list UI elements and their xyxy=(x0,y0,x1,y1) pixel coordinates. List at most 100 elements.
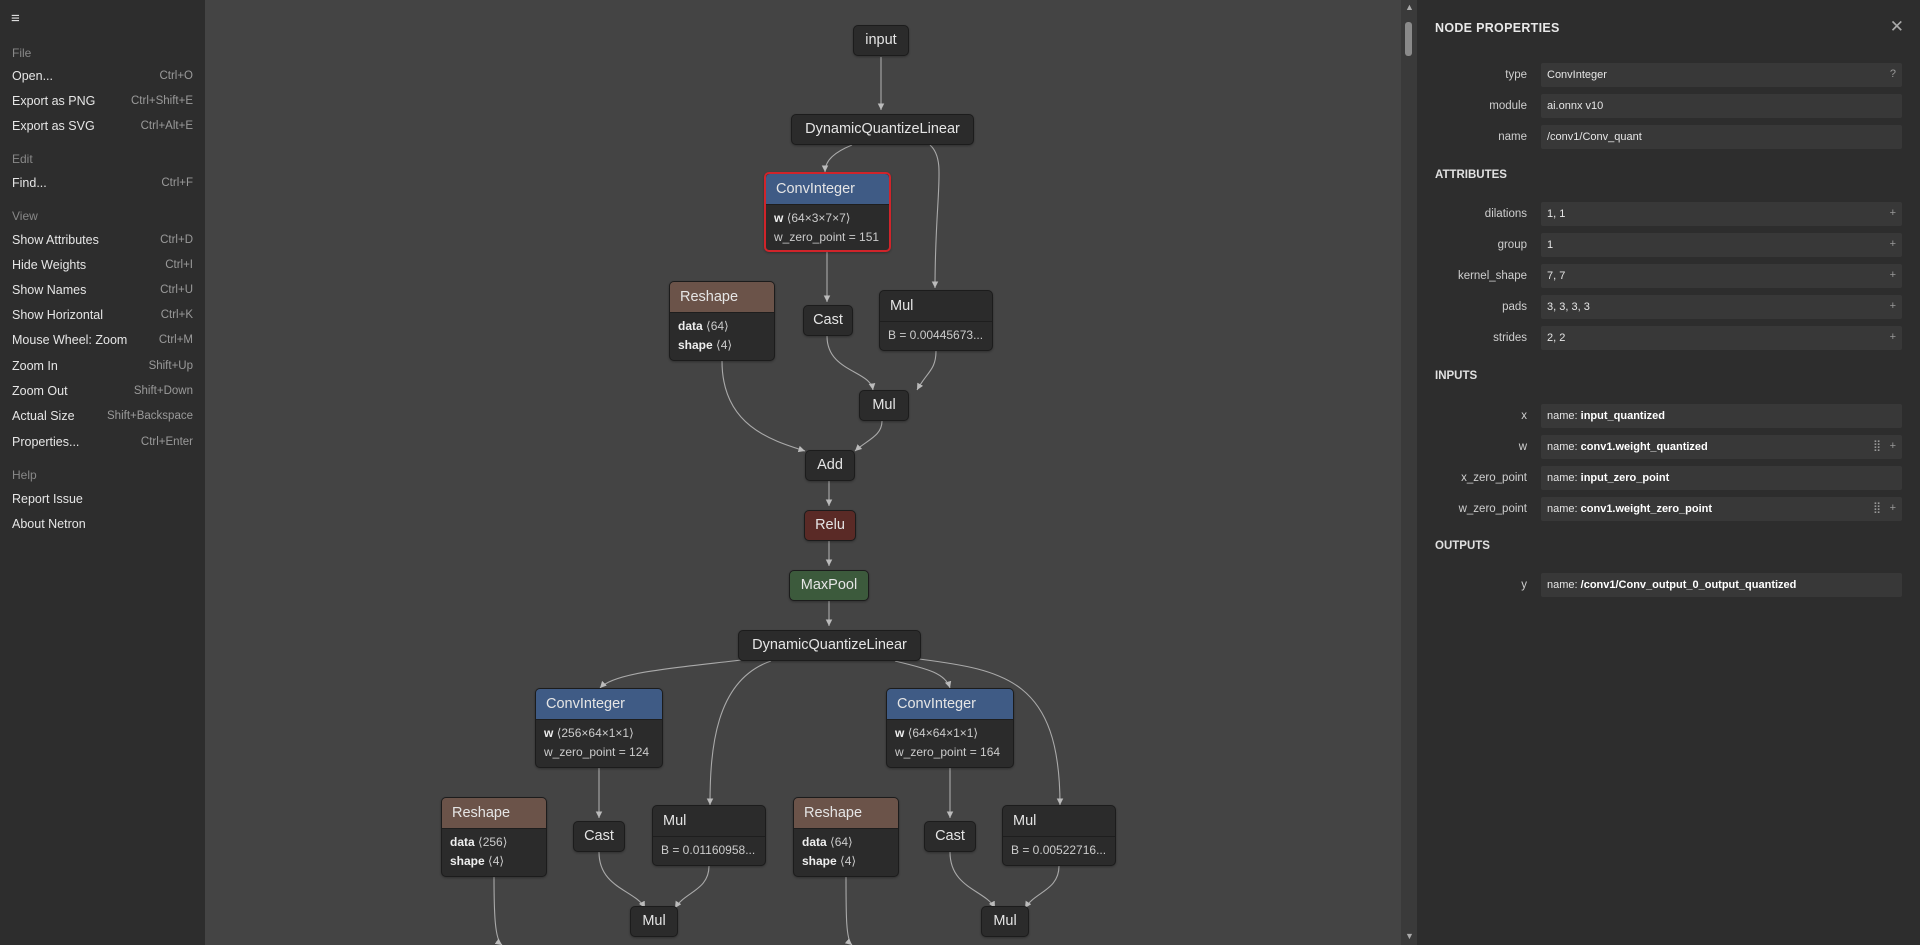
node-mul-1[interactable]: Mul B = 0.00445673... xyxy=(879,290,993,351)
tensor-view-icon[interactable]: ⣿ xyxy=(1872,440,1881,452)
node-add-1[interactable]: Add xyxy=(805,450,855,481)
node-mul-6[interactable]: Mul xyxy=(981,906,1029,937)
property-value[interactable]: 1, 1 xyxy=(1541,202,1902,226)
menu-item-shortcut: Shift+Down xyxy=(133,385,193,397)
node-cast-3[interactable]: Cast xyxy=(924,821,976,852)
expand-icon[interactable]: + xyxy=(1889,331,1896,343)
edge xyxy=(598,851,646,909)
input-name: shape xyxy=(678,338,713,352)
node-title: Mul xyxy=(1013,813,1037,829)
property-value[interactable]: name: conv1.weight_quantized xyxy=(1541,435,1902,459)
scrollbar-thumb[interactable] xyxy=(1405,22,1412,56)
section-inputs-title: INPUTS xyxy=(1435,370,1478,382)
property-value[interactable]: name: conv1.weight_zero_point xyxy=(1541,497,1902,521)
expand-icon[interactable]: + xyxy=(1889,238,1896,250)
node-dynamic-quantize-linear-2[interactable]: DynamicQuantizeLinear xyxy=(738,630,921,661)
property-value[interactable]: 1 xyxy=(1541,233,1902,257)
node-title: Reshape xyxy=(670,282,774,312)
section-attributes-title: ATTRIBUTES xyxy=(1435,169,1507,181)
menu-item-find[interactable]: Find...Ctrl+F xyxy=(0,171,205,195)
property-value[interactable]: /conv1/Conv_quant xyxy=(1541,125,1902,149)
node-conv-integer-2[interactable]: ConvInteger w ⟨256×64×1×1⟩ w_zero_point … xyxy=(535,688,663,768)
node-label: input xyxy=(865,32,897,48)
node-mul-3[interactable]: Mul B = 0.01160958... xyxy=(652,805,766,866)
graph-scrollbar[interactable]: ▲ ▼ xyxy=(1401,0,1417,945)
node-mul-2[interactable]: Mul xyxy=(859,390,909,421)
node-title: ConvInteger xyxy=(766,174,889,204)
menu-item-label: Zoom In xyxy=(12,359,58,373)
node-reshape-1[interactable]: Reshape data ⟨64⟩ shape ⟨4⟩ xyxy=(669,281,775,361)
node-input[interactable]: input xyxy=(853,25,909,56)
menu-item-about[interactable]: About Netron xyxy=(0,512,205,536)
input-name: data xyxy=(450,835,475,849)
scroll-down-icon[interactable]: ▼ xyxy=(1405,931,1414,941)
node-cast-1[interactable]: Cast xyxy=(803,305,853,336)
tensor-view-icon[interactable]: ⣿ xyxy=(1872,502,1881,514)
property-value[interactable]: ai.onnx v10 xyxy=(1541,94,1902,118)
menu-item-properties[interactable]: Properties...Ctrl+Enter xyxy=(0,430,205,454)
menu-group-edit: Edit xyxy=(12,152,33,166)
property-key: name xyxy=(1498,131,1527,143)
help-icon[interactable]: ? xyxy=(1889,68,1896,80)
expand-icon[interactable]: + xyxy=(1889,440,1896,452)
menu-item-report-issue[interactable]: Report Issue xyxy=(0,487,205,511)
close-icon[interactable]: ✕ xyxy=(1889,17,1904,36)
edge xyxy=(949,851,996,909)
scroll-up-icon[interactable]: ▲ xyxy=(1405,2,1414,12)
menu-item-label: Export as SVG xyxy=(12,119,95,133)
node-properties-panel: NODE PROPERTIES ✕ type ConvInteger ? mod… xyxy=(1417,0,1920,945)
menu-item-label: Show Names xyxy=(12,283,87,297)
node-mul-4[interactable]: Mul B = 0.00522716... xyxy=(1002,805,1116,866)
input-x: x name: input_quantized xyxy=(1417,404,1920,428)
property-key: w_zero_point xyxy=(1458,503,1527,515)
expand-icon[interactable]: + xyxy=(1889,269,1896,281)
input-w: w name: conv1.weight_quantized ⣿ + xyxy=(1417,435,1920,459)
menu-item-shortcut: Ctrl+K xyxy=(160,309,193,321)
menu-group-help: Help xyxy=(12,468,37,482)
property-value[interactable]: 7, 7 xyxy=(1541,264,1902,288)
expand-icon[interactable]: + xyxy=(1889,300,1896,312)
property-value[interactable]: ConvInteger xyxy=(1541,63,1902,87)
node-cast-2[interactable]: Cast xyxy=(573,821,625,852)
node-mul-5[interactable]: Mul xyxy=(630,906,678,937)
input-x-zero-point: x_zero_point name: input_zero_point xyxy=(1417,466,1920,490)
property-key: kernel_shape xyxy=(1457,270,1527,282)
input-shape: ⟨256×64×1×1⟩ xyxy=(556,726,634,740)
menu-item-label: Properties... xyxy=(12,435,80,449)
node-relu-1[interactable]: Relu xyxy=(804,510,856,541)
node-title: Reshape xyxy=(794,798,898,828)
edge xyxy=(894,660,952,689)
expand-icon[interactable]: + xyxy=(1889,207,1896,219)
attribute-text: w_zero_point = 151 xyxy=(774,230,880,244)
value-prefix: name: xyxy=(1547,441,1581,453)
node-body: w ⟨64×64×1×1⟩ w_zero_point = 164 xyxy=(887,719,1013,766)
node-conv-integer-3[interactable]: ConvInteger w ⟨64×64×1×1⟩ w_zero_point =… xyxy=(886,688,1014,768)
node-reshape-2[interactable]: Reshape data ⟨256⟩ shape ⟨4⟩ xyxy=(441,797,547,877)
value-prefix: name: xyxy=(1547,472,1581,484)
node-conv-integer-1[interactable]: ConvInteger w ⟨64×3×7×7⟩ w_zero_point = … xyxy=(764,172,891,252)
property-value[interactable]: name: input_zero_point xyxy=(1541,466,1902,490)
expand-icon[interactable]: + xyxy=(1889,502,1896,514)
hamburger-icon[interactable]: ≡ xyxy=(11,10,20,27)
menu-item-label: Actual Size xyxy=(12,409,75,423)
edge xyxy=(493,875,503,945)
node-maxpool-1[interactable]: MaxPool xyxy=(789,570,869,601)
property-value[interactable]: name: /conv1/Conv_output_0_output_quanti… xyxy=(1541,573,1902,597)
property-value[interactable]: name: input_quantized xyxy=(1541,404,1902,428)
node-reshape-3[interactable]: Reshape data ⟨64⟩ shape ⟨4⟩ xyxy=(793,797,899,877)
node-dynamic-quantize-linear-1[interactable]: DynamicQuantizeLinear xyxy=(791,114,974,145)
property-value[interactable]: 2, 2 xyxy=(1541,326,1902,350)
graph-canvas[interactable]: input DynamicQuantizeLinear ConvInteger … xyxy=(205,0,1401,945)
menu-item-open[interactable]: Open...Ctrl+O xyxy=(0,64,205,88)
property-value[interactable]: 3, 3, 3, 3 xyxy=(1541,295,1902,319)
